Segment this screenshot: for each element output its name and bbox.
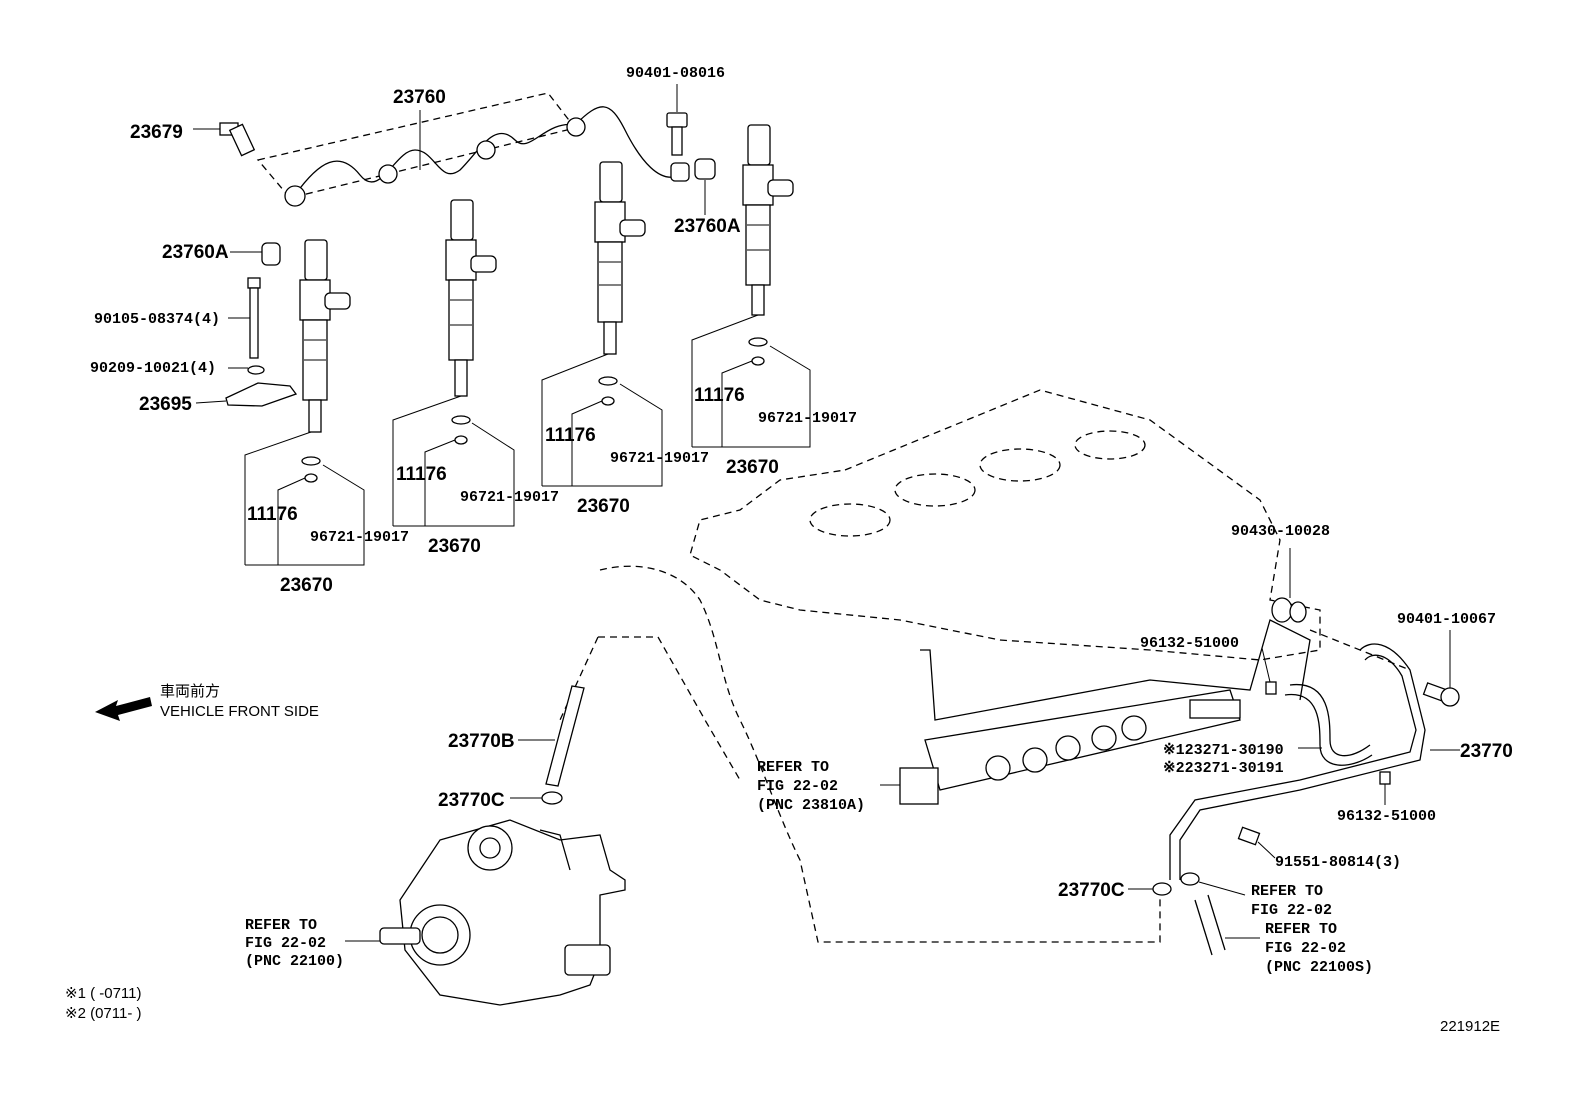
bolt-23679-icon — [193, 122, 256, 157]
injector-4-icon — [742, 124, 794, 316]
label-96132-bottom: 96132-51000 — [1337, 808, 1436, 825]
diagram-id: 221912E — [1440, 1018, 1500, 1035]
refer-rail-line-3: (PNC 23810A) — [757, 797, 865, 814]
refer-pump-line-3: (PNC 22100) — [245, 953, 344, 970]
label-90401-10067: 90401-10067 — [1397, 611, 1496, 628]
label-90401-08016: 90401-08016 — [626, 65, 725, 82]
clamp-23770c-left-icon — [510, 791, 563, 805]
clamp-23695-icon — [195, 382, 298, 407]
clip-96132-bottom-icon — [1379, 771, 1391, 805]
leak-pipe-assembly — [256, 92, 690, 207]
label-23770c-right: 23770C — [1058, 880, 1125, 901]
injector-3-icon — [594, 161, 646, 355]
gasket-23760a-right-icon — [694, 158, 716, 215]
label-96721-b: 96721-19017 — [460, 489, 559, 506]
clamp-23770c-right-icon — [1128, 872, 1246, 896]
refer-rail-line-1: REFER TO — [757, 759, 829, 776]
label-23670-d: 23670 — [726, 457, 779, 478]
gasket-23760a-left-icon — [230, 242, 281, 266]
label-23770: 23770 — [1460, 741, 1513, 762]
engine-outline — [559, 389, 1321, 943]
refer-r2-line-2: FIG 22-02 — [1265, 940, 1346, 957]
label-23271-30191: ※223271-30191 — [1163, 760, 1284, 777]
bolt-90401-08016-icon — [666, 84, 688, 156]
label-23770c-left: 23770C — [438, 790, 505, 811]
label-23695: 23695 — [139, 394, 192, 415]
label-23770b: 23770B — [448, 731, 515, 752]
footnote-1: ※1 ( -0711) — [65, 985, 142, 1002]
callout-group-4 — [691, 314, 811, 448]
label-91551-80814: 91551-80814(3) — [1275, 854, 1401, 871]
label-23760a-left: 23760A — [162, 242, 229, 263]
vehicle-front-arrow-icon — [95, 697, 152, 721]
label-23679: 23679 — [130, 122, 183, 143]
fuel-pipe-23770-icon — [1169, 629, 1460, 880]
bolt-90401-10067-icon — [1422, 630, 1460, 707]
refer-r2-line-1: REFER TO — [1265, 921, 1337, 938]
gasket-90430-icon — [1271, 548, 1307, 623]
hose-23271-icon — [1284, 684, 1373, 766]
clip-96132-top-icon — [1261, 647, 1277, 695]
label-90105-08374: 90105-08374(4) — [94, 311, 220, 328]
footnote-2: ※2 (0711- ) — [65, 1005, 142, 1022]
label-96721-a: 96721-19017 — [310, 529, 409, 546]
callout-group-1 — [244, 431, 365, 566]
label-23670-b: 23670 — [428, 536, 481, 557]
callout-group-2 — [392, 395, 515, 527]
bolt-91551-icon — [1237, 826, 1276, 859]
callout-group-3 — [541, 353, 663, 487]
injector-2-icon — [445, 199, 497, 397]
label-23760: 23760 — [393, 87, 446, 108]
label-23271-30190: ※123271-30190 — [1163, 742, 1284, 759]
refer-pump-line-1: REFER TO — [245, 917, 317, 934]
refer-pump-line-2: FIG 22-02 — [245, 935, 326, 952]
label-96721-c: 96721-19017 — [610, 450, 709, 467]
refer-r1-line-2: FIG 22-02 — [1251, 902, 1332, 919]
common-rail-icon — [880, 619, 1311, 805]
refer-rail-line-2: FIG 22-02 — [757, 778, 838, 795]
label-96721-d: 96721-19017 — [758, 410, 857, 427]
vehicle-front-jp: 車両前方 — [160, 683, 220, 700]
label-90209-10021: 90209-10021(4) — [90, 360, 216, 377]
label-90430-10028: 90430-10028 — [1231, 523, 1330, 540]
refer-r2-line-3: (PNC 22100S) — [1265, 959, 1373, 976]
washer-90209-icon — [228, 365, 265, 375]
supply-pump-icon — [345, 819, 626, 1006]
hose-22100s-icon — [1194, 894, 1260, 956]
hose-23770b-icon — [518, 685, 585, 787]
label-23760a-right: 23760A — [674, 216, 741, 237]
injector-1-icon — [299, 239, 351, 433]
label-11176-d: 11176 — [694, 385, 745, 406]
label-23670-a: 23670 — [280, 575, 333, 596]
label-96132-top: 96132-51000 — [1140, 635, 1239, 652]
label-11176-c: 11176 — [545, 425, 596, 446]
label-23670-c: 23670 — [577, 496, 630, 517]
label-11176-b: 11176 — [396, 464, 447, 485]
label-11176-a: 11176 — [247, 504, 298, 525]
refer-r1-line-1: REFER TO — [1251, 883, 1323, 900]
vehicle-front-en: VEHICLE FRONT SIDE — [160, 703, 319, 720]
bolt-90105-icon — [228, 277, 261, 359]
